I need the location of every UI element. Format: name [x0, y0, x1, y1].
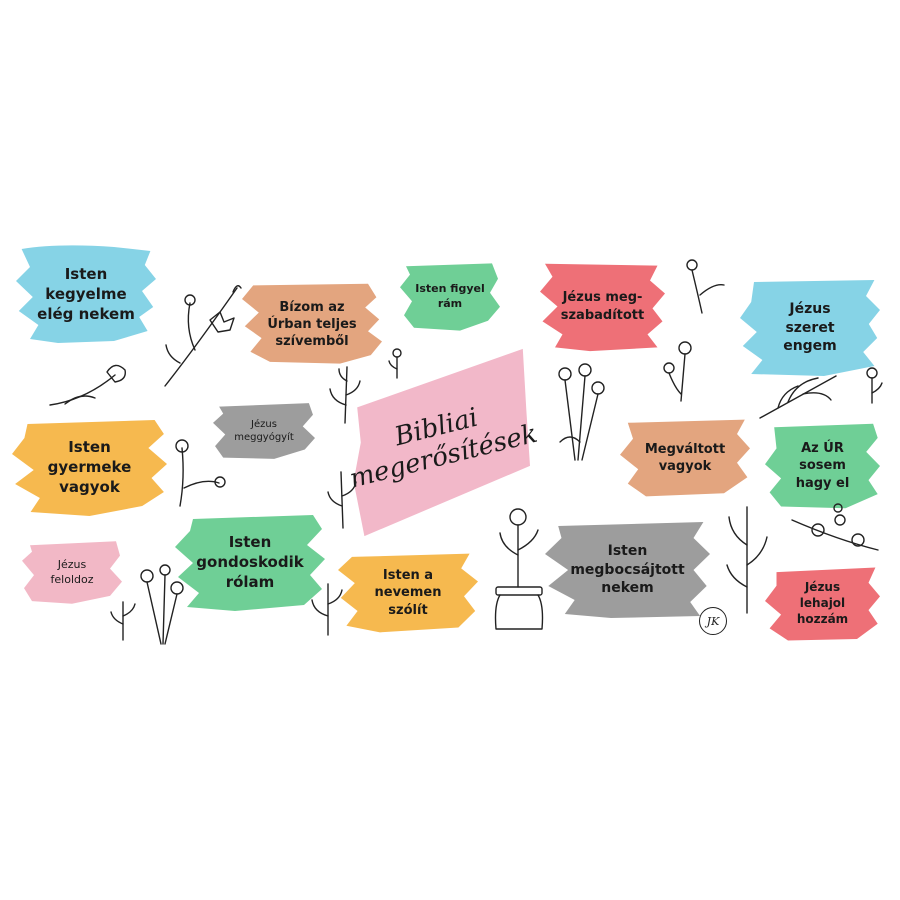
affirmation-card: Isten gondoskodik rólam: [175, 513, 325, 613]
affirmation-card: Isten figyel rám: [400, 262, 500, 332]
leaf-sprig-icon: [329, 366, 361, 424]
flower-stem-icon: [686, 259, 725, 314]
brush-stroke: [545, 522, 710, 618]
leaf-branch-icon: [759, 375, 837, 419]
brush-stroke: [338, 553, 478, 633]
affirmation-card: Isten kegyelme elég nekem: [16, 245, 156, 345]
brush-stroke: [22, 541, 122, 604]
affirmation-text: Jézus szeret engem: [783, 301, 837, 355]
daisy-bunch-icon: [140, 564, 184, 645]
daisy-bunch-icon: [558, 363, 605, 461]
title-brush: Bibliai megerősítések: [347, 345, 540, 540]
affirmation-card: Isten a nevemen szólít: [338, 552, 478, 634]
affirmation-card: Jézus szeret engem: [740, 278, 880, 378]
affirmation-card: Bízom az Úrban teljes szívemből: [242, 282, 382, 367]
leaf-sprig-icon: [311, 583, 343, 636]
affirmation-card: Az ÚR sosem hagy el: [765, 422, 880, 510]
flower-cluster-icon: [791, 503, 879, 551]
brush-stroke: [12, 420, 167, 516]
affirmation-text: Jézus meggyógyít: [234, 418, 294, 443]
brush-stroke: [765, 567, 880, 641]
brush-stroke: [540, 263, 665, 352]
affirmation-text: Az ÚR sosem hagy el: [795, 441, 850, 491]
affirmation-text: Jézus lehajol hozzám: [796, 580, 849, 626]
brush-stroke: [213, 403, 315, 459]
flower-jar-icon: [494, 508, 544, 630]
brush-stroke: [16, 245, 156, 343]
affirmation-card: Megváltott vagyok: [620, 418, 750, 498]
brush-stroke: [765, 423, 880, 509]
poppy-icon: [175, 439, 226, 507]
affirmation-text: Isten figyel rám: [415, 282, 485, 310]
leaf-sprig-icon: [327, 471, 357, 529]
affirmation-text: Isten gyermeke vagyok: [47, 438, 132, 496]
small-flower-icon: [388, 348, 402, 379]
small-flower-icon: [866, 367, 883, 404]
flower-branch-icon: [164, 285, 242, 387]
wildflower-icon: [663, 341, 692, 402]
leaf-sprig-icon: [110, 601, 136, 641]
brush-stroke: [242, 283, 382, 364]
affirmation-text: Isten megbocsájtott nekem: [570, 543, 685, 597]
affirmation-text: Isten gondoskodik rólam: [196, 533, 304, 591]
affirmation-text: Isten kegyelme elég nekem: [37, 265, 135, 323]
brush-fill: [353, 348, 530, 537]
affirmation-card: Jézus meg- szabadított: [540, 260, 665, 353]
affirmation-card: Jézus lehajol hozzám: [765, 566, 880, 642]
brush-stroke: [400, 263, 500, 331]
brush-stroke: [740, 280, 880, 376]
affirmation-card: Jézus feloldoz: [22, 540, 122, 605]
affirmation-card: Isten megbocsájtott nekem: [545, 520, 710, 620]
affirmation-text: Megváltott vagyok: [644, 441, 726, 474]
affirmation-text: Jézus feloldoz: [50, 557, 94, 586]
affirmation-card: Isten gyermeke vagyok: [12, 418, 167, 518]
tulip-icon: [49, 364, 126, 406]
affirmation-text: Bízom az Úrban teljes szívemből: [267, 299, 357, 350]
signature-badge: JK: [699, 607, 727, 635]
affirmation-text: Jézus meg- szabadított: [560, 290, 645, 323]
leaf-sprig-icon: [726, 506, 768, 614]
affirmation-card: Jézus meggyógyít: [213, 402, 315, 460]
brush-stroke: [175, 515, 325, 611]
brush-stroke: [620, 419, 750, 497]
affirmation-text: Isten a nevemen szólít: [374, 568, 442, 618]
title-brush-shape: [353, 348, 530, 537]
